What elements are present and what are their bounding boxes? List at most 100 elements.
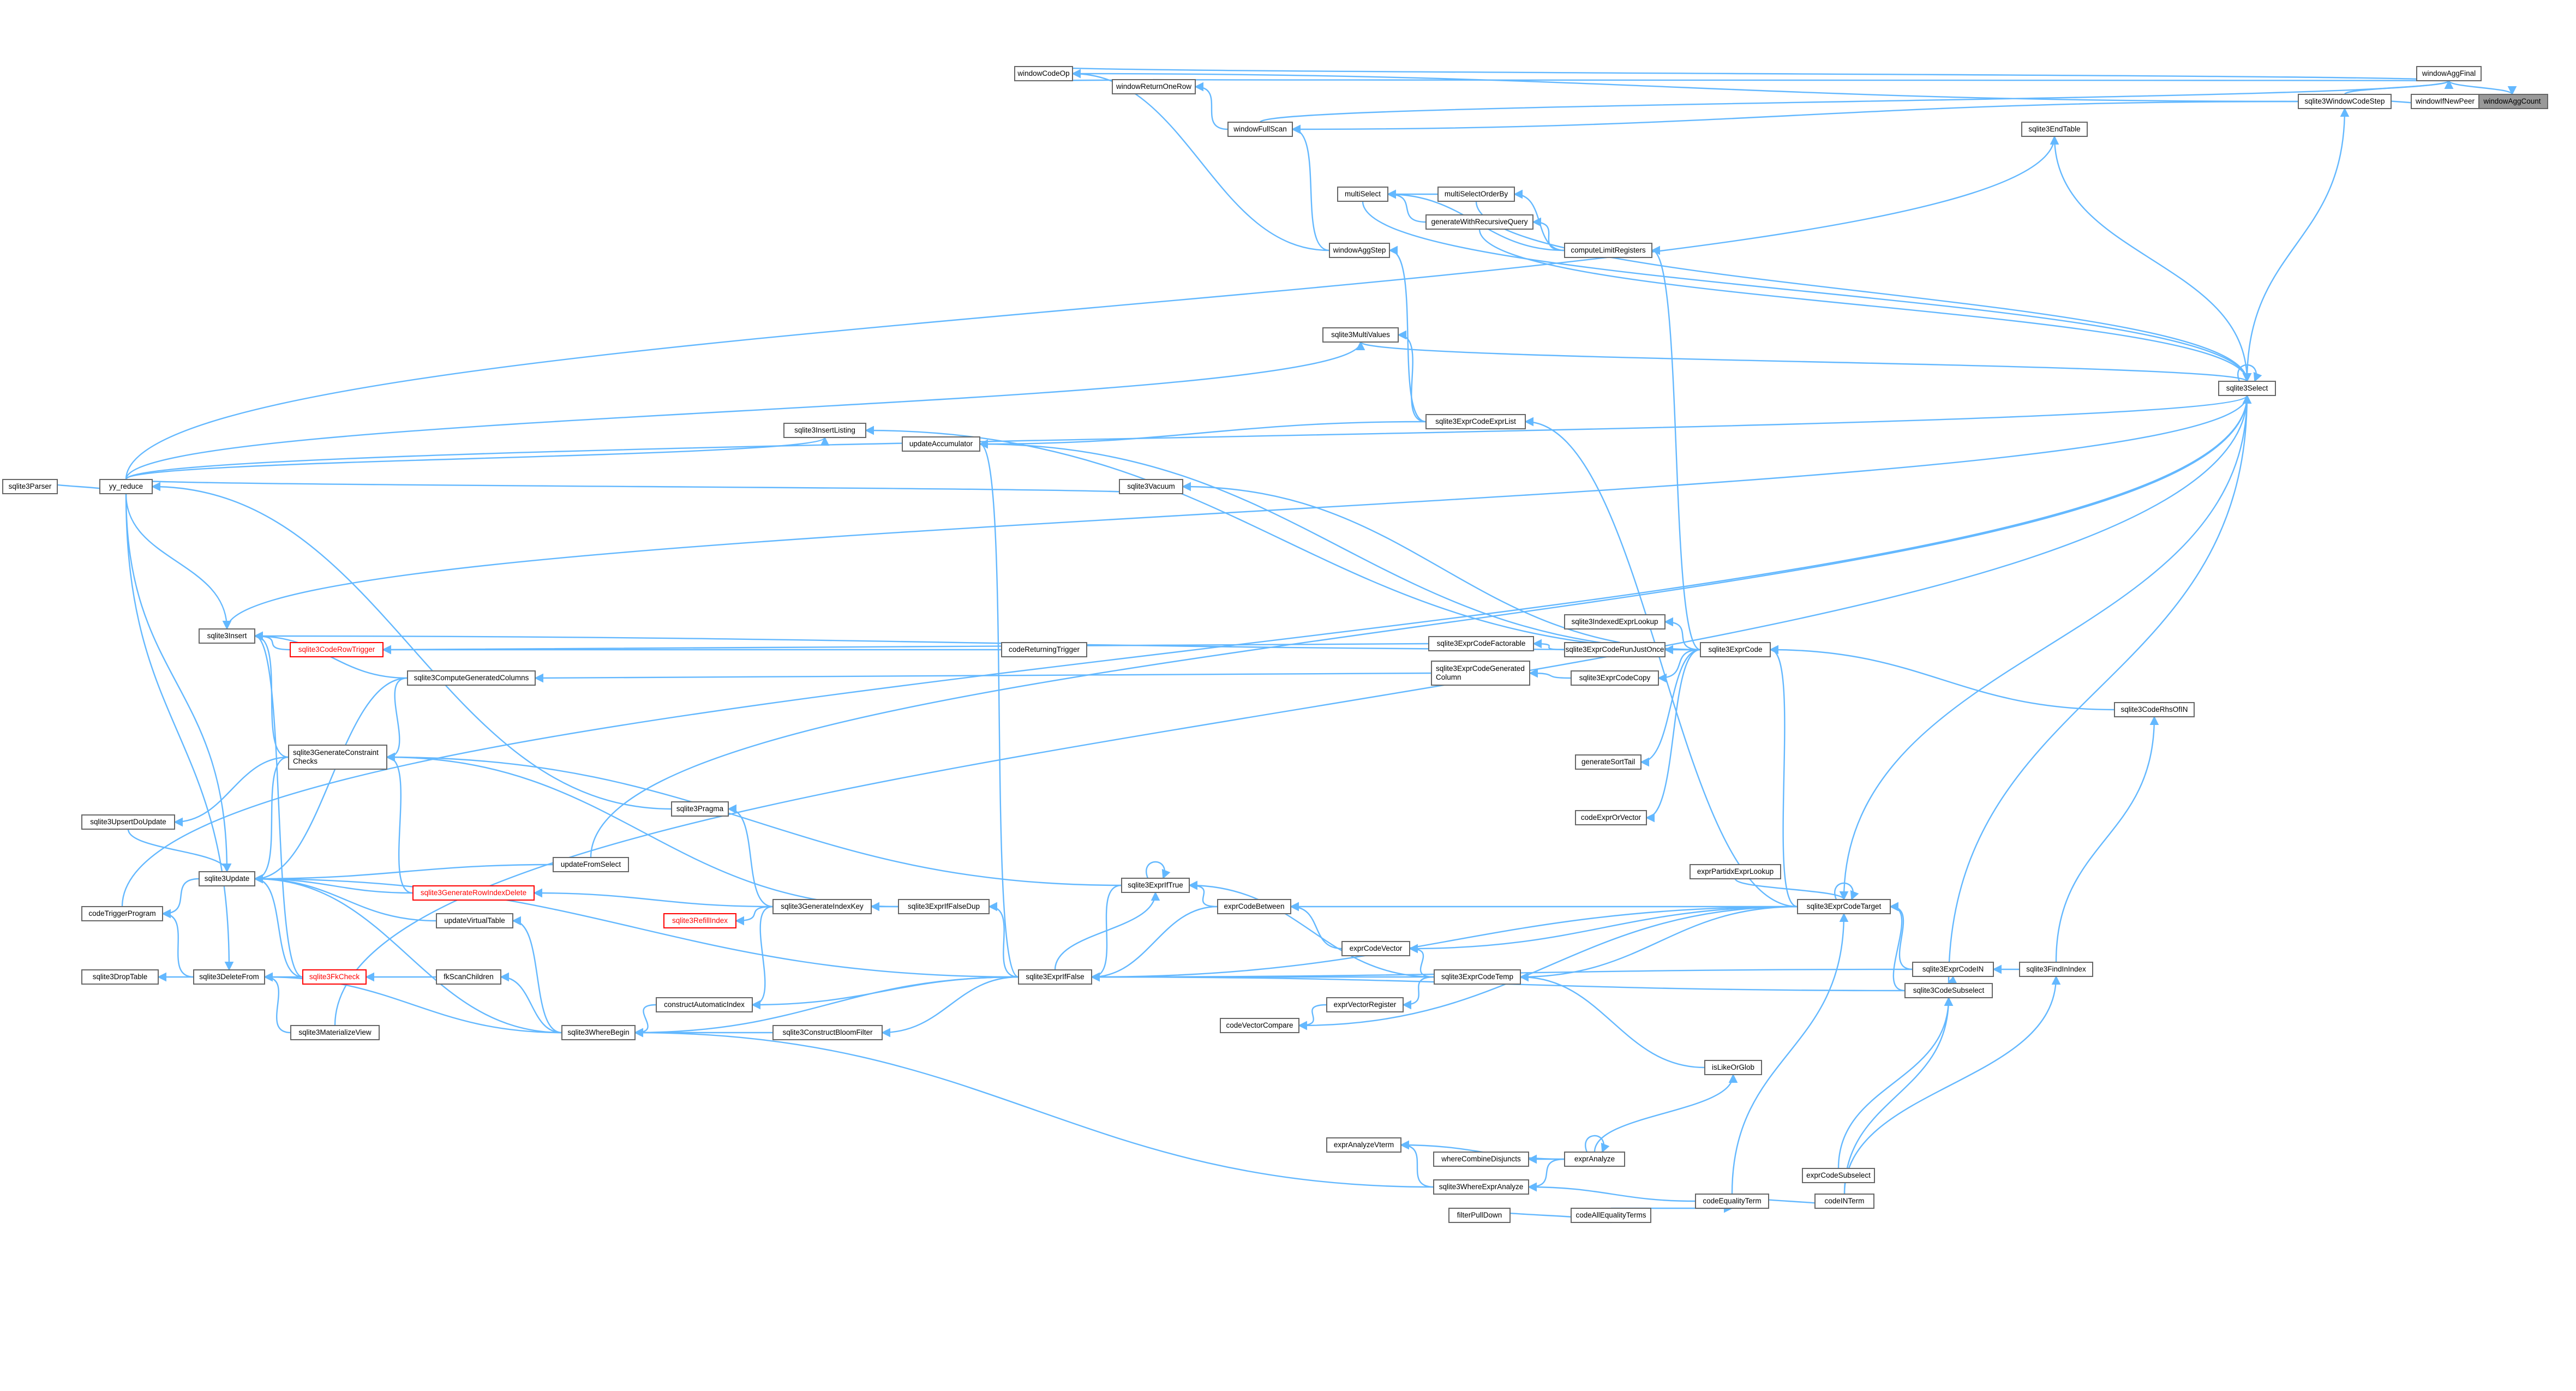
node-expr-vector-register[interactable]: exprVectorRegister bbox=[1326, 997, 1404, 1012]
node-sqlite3-expr-code-copy[interactable]: sqlite3ExprCodeCopy bbox=[1571, 670, 1659, 686]
node-sqlite3-expr-code-factorable[interactable]: sqlite3ExprCodeFactorable bbox=[1428, 636, 1534, 651]
node-sqlite3-expr-if-true[interactable]: sqlite3ExprIfTrue bbox=[1121, 878, 1190, 893]
node-yy-reduce[interactable]: yy_reduce bbox=[99, 479, 153, 494]
node-update-accumulator[interactable]: updateAccumulator bbox=[902, 436, 980, 452]
node-construct-automatic-index[interactable]: constructAutomaticIndex bbox=[656, 997, 753, 1012]
node-sqlite3-expr-code-run-just-once[interactable]: sqlite3ExprCodeRunJustOnce bbox=[1564, 642, 1666, 657]
call-edge bbox=[125, 135, 2059, 480]
node-sqlite3-generate-index-key[interactable]: sqlite3GenerateIndexKey bbox=[772, 899, 872, 914]
call-edge bbox=[125, 394, 2251, 480]
node-box bbox=[1434, 969, 1521, 985]
node-sqlite3-multi-values[interactable]: sqlite3MultiValues bbox=[1322, 327, 1399, 343]
node-code-trigger-program[interactable]: codeTriggerProgram bbox=[81, 906, 163, 921]
node-sqlite3-parser[interactable]: sqlite3Parser bbox=[2, 479, 58, 494]
node-sqlite3-expr-code-target[interactable]: sqlite3ExprCodeTarget bbox=[1797, 899, 1891, 914]
node-label: sqlite3ExprCodeExprList bbox=[1435, 417, 1516, 425]
node-label: exprAnalyzeVterm bbox=[1334, 1141, 1394, 1149]
call-edge bbox=[751, 906, 774, 1010]
node-sqlite3-compute-generated-columns[interactable]: sqlite3ComputeGeneratedColumns bbox=[407, 670, 536, 686]
node-box bbox=[1227, 122, 1293, 137]
node-label: sqlite3ConstructBloomFilter bbox=[782, 1028, 873, 1036]
node-expr-code-vector[interactable]: exprCodeVector bbox=[1341, 941, 1410, 956]
node-sqlite3-rename-expr-unmap[interactable]: sqlite3InsertListing bbox=[783, 423, 866, 438]
node-sqlite3-find-in-index[interactable]: sqlite3FindInIndex bbox=[2019, 962, 2093, 977]
node-expr-code-between[interactable]: exprCodeBetween bbox=[1217, 899, 1291, 914]
node-fk-scan-children[interactable]: fkScanChildren bbox=[436, 969, 501, 985]
node-multi-select[interactable]: multiSelect bbox=[1337, 187, 1388, 202]
node-sqlite3-pragma[interactable]: sqlite3Pragma bbox=[671, 801, 729, 817]
node-expr-analyze-v-term[interactable]: exprAnalyzeVterm bbox=[1326, 1137, 1401, 1153]
node-generate-with-recursive-query[interactable]: generateWithRecursiveQuery bbox=[1425, 214, 1533, 230]
node-window-agg-final[interactable]: windowAggFinal bbox=[2416, 66, 2482, 81]
node-sqlite3-where-expr-analyze[interactable]: sqlite3WhereExprAnalyze bbox=[1433, 1179, 1529, 1195]
node-window-code-op[interactable]: windowCodeOp bbox=[1014, 66, 1073, 81]
node-window-full-scan[interactable]: windowFullScan bbox=[1227, 122, 1293, 137]
node-box bbox=[1437, 187, 1515, 202]
call-edge bbox=[735, 906, 774, 926]
node-code-i-n-term[interactable]: codeINTerm bbox=[1814, 1194, 1874, 1209]
node-where-combine-disjuncts[interactable]: whereCombineDisjuncts bbox=[1433, 1152, 1529, 1167]
node-sqlite3-fk-check[interactable]: sqlite3FkCheck bbox=[302, 969, 367, 985]
node-multi-select-order-by[interactable]: multiSelectOrderBy bbox=[1437, 187, 1515, 202]
node-sqlite3-refill-index[interactable]: sqlite3RefillIndex bbox=[663, 913, 736, 928]
call-edge bbox=[1529, 668, 1572, 679]
node-sqlite3-delete-from[interactable]: sqlite3DeleteFrom bbox=[193, 969, 265, 985]
node-label: sqlite3ExprCodeCopy bbox=[1579, 674, 1651, 682]
node-label: updateVirtualTable bbox=[444, 916, 505, 925]
node-sqlite3-expr-code-expr-list[interactable]: sqlite3ExprCodeExprList bbox=[1425, 414, 1526, 429]
node-sqlite3-update[interactable]: sqlite3Update bbox=[199, 871, 255, 886]
node-sqlite3-materialize-view[interactable]: sqlite3MaterializeView bbox=[290, 1025, 380, 1040]
node-expr-analyze[interactable]: exprAnalyze bbox=[1564, 1152, 1625, 1167]
node-box bbox=[1564, 1152, 1625, 1167]
node-sqlite3-code-row-trigger[interactable]: sqlite3CodeRowTrigger bbox=[290, 642, 384, 657]
node-compute-limit-registers[interactable]: computeLimitRegisters bbox=[1564, 243, 1652, 258]
node-sqlite3-expr-code-temp[interactable]: sqlite3ExprCodeTemp bbox=[1434, 969, 1521, 985]
node-update-from-select[interactable]: updateFromSelect bbox=[553, 857, 629, 872]
node-sqlite3-code-rhs-of-i-n[interactable]: sqlite3CodeRhsOfIN bbox=[2114, 702, 2195, 717]
node-expr-code-subselect[interactable]: exprCodeSubselect bbox=[1802, 1168, 1875, 1183]
node-window-if-new-peer[interactable]: windowIfNewPeer bbox=[2411, 94, 2479, 109]
node-sqlite3-end-table[interactable]: sqlite3EndTable bbox=[2021, 122, 2088, 137]
node-label: sqlite3ExprIfFalseDup bbox=[908, 902, 980, 910]
node-window-agg-count[interactable]: windowAggCount bbox=[2476, 94, 2548, 109]
node-sqlite3-expr-if-false[interactable]: sqlite3ExprIfFalse bbox=[1018, 969, 1092, 985]
node-window-return-one-row[interactable]: windowReturnOneRow bbox=[1112, 79, 1196, 94]
node-sqlite3-code-subselect[interactable]: sqlite3CodeSubselect bbox=[1904, 983, 1993, 998]
node-sqlite3-insert[interactable]: sqlite3Insert bbox=[199, 628, 255, 644]
node-code-equality-term[interactable]: codeEqualityTerm bbox=[1695, 1194, 1769, 1209]
node-sqlite3-window-code-step[interactable]: sqlite3WindowCodeStep bbox=[2298, 94, 2392, 109]
node-generate-sort-tail[interactable]: generateSortTail bbox=[1575, 754, 1642, 770]
node-code-expr-or-vector[interactable]: codeExprOrVector bbox=[1575, 810, 1647, 825]
call-edge bbox=[125, 493, 232, 630]
node-code-all-equality-terms[interactable]: codeAllEqualityTerms bbox=[1571, 1208, 1651, 1223]
node-sqlite3-select[interactable]: sqlite3Select bbox=[2218, 381, 2276, 396]
node-box bbox=[1802, 1168, 1875, 1183]
node-expr-partidx-expr-lookup[interactable]: exprPartidxExprLookup bbox=[1690, 864, 1781, 879]
node-label: sqlite3ExprCodeTarget bbox=[1807, 902, 1882, 910]
node-sqlite3-construct-bloom-filter[interactable]: sqlite3ConstructBloomFilter bbox=[772, 1025, 883, 1040]
node-label: sqlite3EndTable bbox=[2028, 125, 2080, 133]
call-edge bbox=[1527, 1182, 1696, 1202]
call-edge bbox=[1527, 1158, 1565, 1192]
node-sqlite3-where-begin[interactable]: sqlite3WhereBegin bbox=[561, 1025, 636, 1040]
node-sqlite3-expr-code-i-n[interactable]: sqlite3ExprCodeIN bbox=[1912, 962, 1994, 977]
node-sqlite3-expr-code[interactable]: sqlite3ExprCode bbox=[1700, 642, 1771, 657]
call-edge bbox=[1843, 997, 1954, 1195]
node-sqlite3-expr-if-false-dup[interactable]: sqlite3ExprIfFalseDup bbox=[898, 899, 990, 914]
node-code-vector-compare[interactable]: codeVectorCompare bbox=[1220, 1018, 1299, 1033]
node-sqlite3-generate-row-index-delete[interactable]: sqlite3GenerateRowIndexDelete bbox=[412, 885, 535, 901]
node-sqlite3-upsert-do-update[interactable]: sqlite3UpsertDoUpdate bbox=[81, 814, 175, 830]
node-is-like-or-glob[interactable]: isLikeOrGlob bbox=[1704, 1060, 1762, 1075]
node-window-agg-step[interactable]: windowAggStep bbox=[1329, 243, 1390, 258]
node-box bbox=[1700, 642, 1771, 657]
node-sqlite3-vacuum[interactable]: sqlite3Vacuum bbox=[1119, 479, 1183, 494]
node-sqlite3-indexed-expr-lookup[interactable]: sqlite3IndexedExprLookup bbox=[1564, 614, 1666, 629]
node-update-virtual-table[interactable]: updateVirtualTable bbox=[436, 913, 513, 928]
node-filter-pull-down[interactable]: filterPullDown bbox=[1448, 1208, 1511, 1223]
node-code-returning-trigger[interactable]: codeReturningTrigger bbox=[1001, 642, 1087, 657]
node-layer: windowAggCount windowAggFinal windowIfNewP… bbox=[2, 66, 2548, 1223]
node-sqlite3-drop-table[interactable]: sqlite3DropTable bbox=[81, 969, 159, 985]
call-edge bbox=[1948, 394, 2252, 984]
